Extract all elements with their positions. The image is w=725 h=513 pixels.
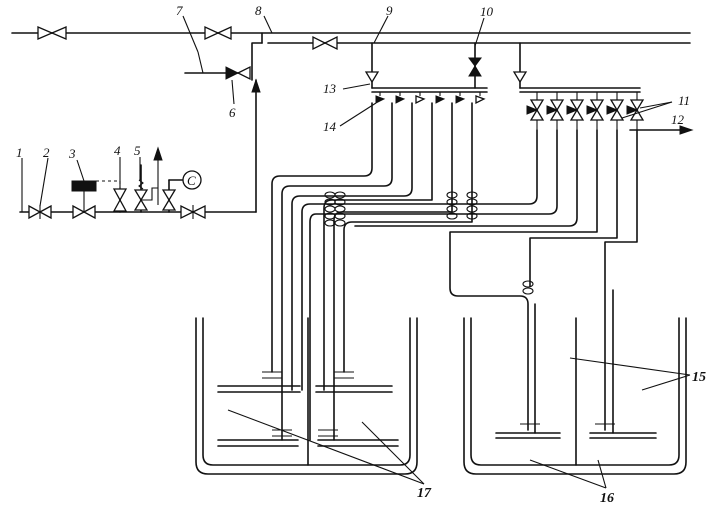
valve-4	[112, 188, 128, 213]
relief-valve-5	[133, 146, 163, 213]
label-10: 10	[480, 4, 494, 19]
right-tank	[463, 317, 687, 475]
label-14: 14	[323, 119, 337, 134]
right-manifold	[512, 42, 694, 135]
cock-valve-10	[468, 42, 482, 89]
gate-valve-2	[28, 204, 52, 220]
label-11: 11	[678, 93, 690, 108]
left-tank	[195, 317, 418, 475]
label-1: 1	[16, 145, 23, 160]
label-15: 15	[692, 370, 706, 385]
hose-coils	[324, 191, 534, 295]
label-5: 5	[134, 143, 141, 158]
gate-valve-top-1	[37, 26, 67, 40]
label-13: 13	[323, 81, 337, 96]
solenoid-valve-3	[71, 180, 121, 220]
label-2: 2	[43, 145, 50, 160]
leader-lines	[21, 15, 691, 489]
pressure-gauge-valve: C	[161, 170, 202, 213]
stirrers-left	[217, 371, 399, 447]
label-3: 3	[68, 146, 76, 161]
branch-pipe-7	[184, 51, 251, 81]
main-pipe-top	[11, 32, 691, 81]
label-7: 7	[176, 3, 183, 18]
label-4: 4	[114, 143, 121, 158]
stirrers-right	[495, 289, 657, 439]
label-17: 17	[417, 486, 432, 501]
label-9: 9	[386, 3, 393, 18]
riser-pipe	[251, 78, 261, 213]
left-manifold-valves	[375, 92, 486, 105]
callout-labels: 1 2 3 4 5 6 7 8 9 10 11 12 13 14 15 16 1…	[16, 3, 706, 506]
hoses-left	[271, 102, 638, 441]
gate-valve-inlet-right	[180, 204, 206, 220]
gate-valve-top-3	[312, 35, 338, 51]
label-8: 8	[255, 3, 262, 18]
label-16: 16	[600, 491, 614, 506]
label-12: 12	[671, 112, 685, 127]
gauge-symbol: C	[187, 173, 196, 188]
right-manifold-valves	[526, 92, 645, 130]
left-manifold	[364, 42, 488, 93]
gate-valve-top-2	[204, 25, 232, 41]
label-6: 6	[229, 105, 236, 120]
